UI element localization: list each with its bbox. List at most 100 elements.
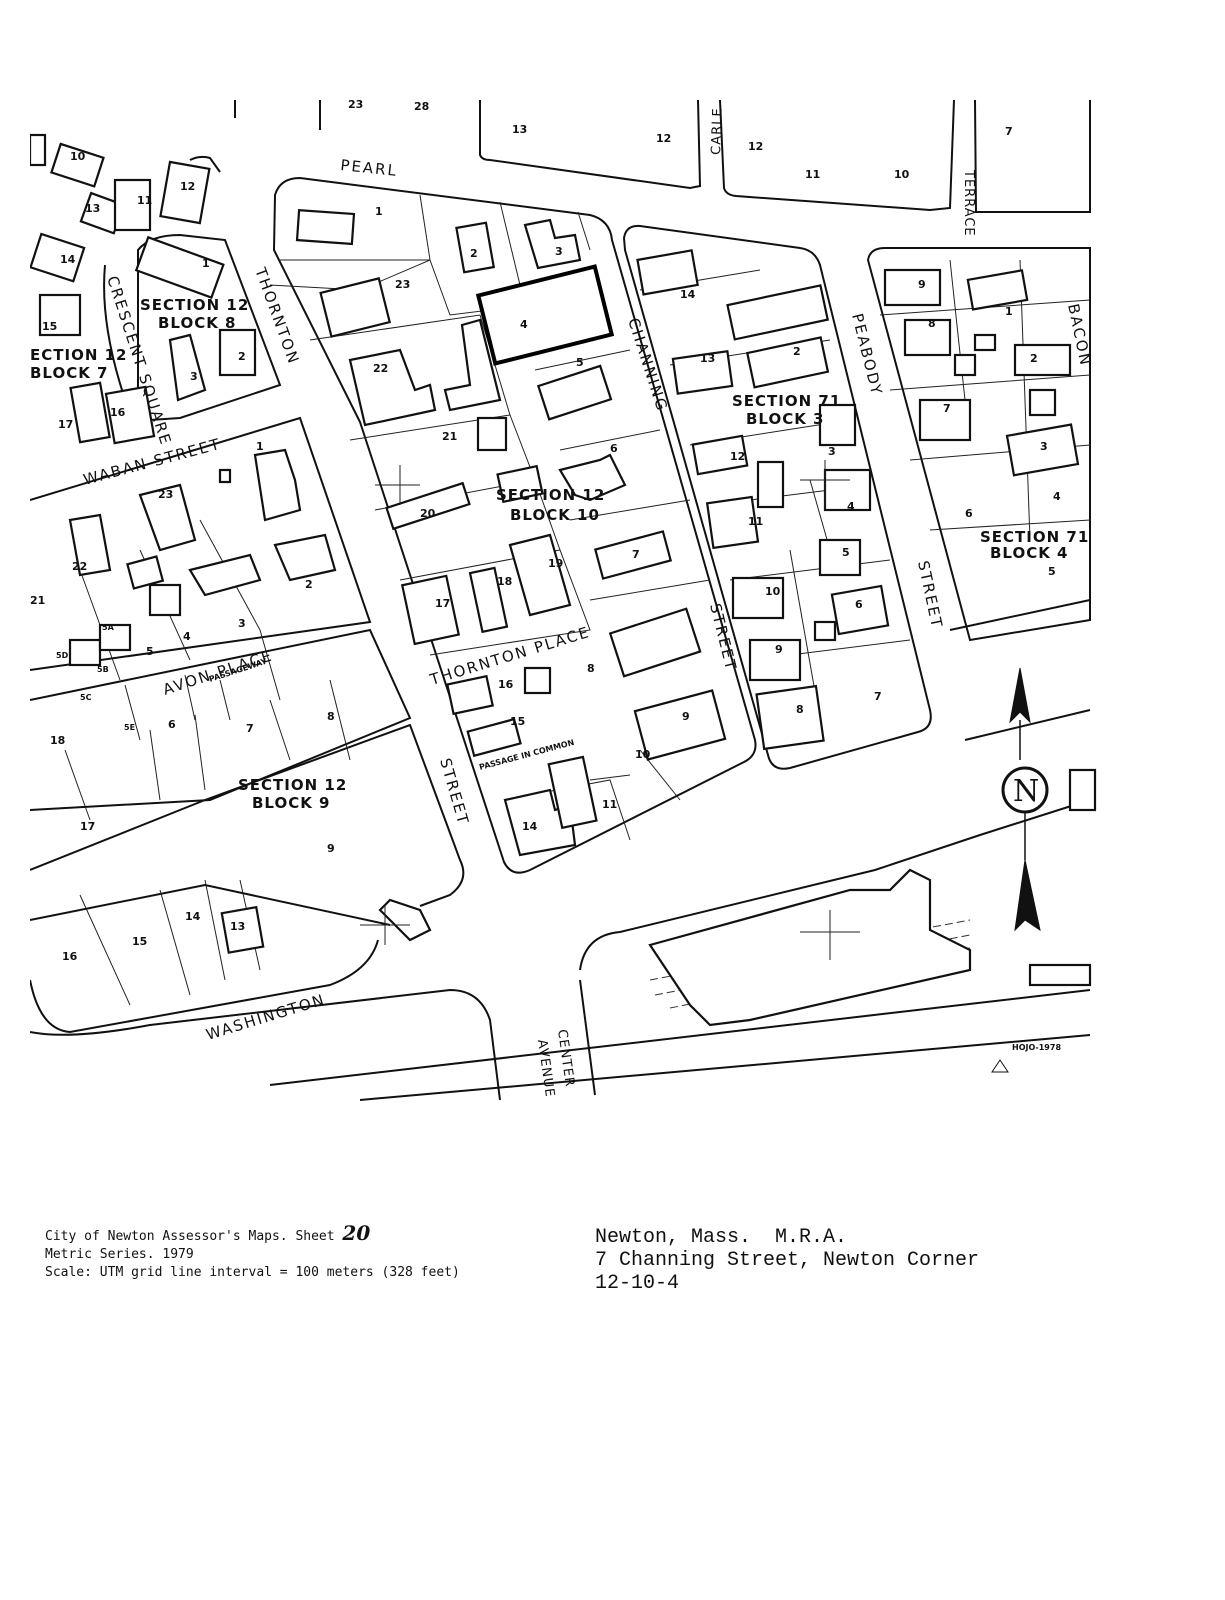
lot-number: 7 xyxy=(246,722,254,735)
lot-number: 2 xyxy=(238,350,246,363)
lot-number: 19 xyxy=(548,557,563,570)
lot-number: 1 xyxy=(1005,305,1013,318)
lot-number: 1 xyxy=(375,205,383,218)
assessor-map: PEARL CARLE TERRACE THORNTON CRESCENT SQ… xyxy=(30,100,1130,1126)
credit-text: HOJO-1978 xyxy=(1012,1043,1061,1052)
lot-number: 4 xyxy=(1053,490,1061,503)
lot-number: 5D xyxy=(56,651,69,660)
lot-number: 6 xyxy=(610,442,618,455)
lot-number: 12 xyxy=(748,140,763,153)
lot-number: 16 xyxy=(498,678,514,691)
lot-number: 7 xyxy=(943,402,951,415)
lot-number: 2 xyxy=(793,345,801,358)
lot-number: 5 xyxy=(1048,565,1056,578)
lot-number: 4 xyxy=(847,500,855,513)
label-section-12-block-10-l2: BLOCK 10 xyxy=(510,506,600,524)
lot-number: 10 xyxy=(635,748,651,761)
lot-number: 9 xyxy=(918,278,926,291)
sheet-number: 20 xyxy=(342,1221,371,1245)
property-caption: Newton, Mass. M.R.A. 7 Channing Street, … xyxy=(595,1226,1155,1295)
lot-number: 6 xyxy=(965,507,973,520)
label-terrace: TERRACE xyxy=(961,169,976,237)
lot-number: 10 xyxy=(765,585,781,598)
lot-number: 3 xyxy=(828,445,836,458)
lot-number: 18 xyxy=(50,734,65,747)
lot-number: 23 xyxy=(158,488,173,501)
caption-line-2: Metric Series. 1979 xyxy=(45,1247,194,1262)
label-peabody-street: STREET xyxy=(914,559,946,630)
label-section-71-block-3-l2: BLOCK 3 xyxy=(746,410,825,428)
caption-line-1: City of Newton Assessor's Maps. Sheet 20 xyxy=(45,1221,585,1246)
lot-number: 8 xyxy=(327,710,335,723)
lot-number: 13 xyxy=(230,920,245,933)
map-caption: City of Newton Assessor's Maps. Sheet 20… xyxy=(45,1221,585,1282)
lot-number: 23 xyxy=(395,278,410,291)
lot-number: 21 xyxy=(30,594,45,607)
north-arrow: N xyxy=(1001,667,1049,932)
lot-number: 3 xyxy=(238,617,246,630)
lot-number: 5C xyxy=(80,693,92,702)
lot-number: 5A xyxy=(102,623,115,632)
lot-number: 17 xyxy=(80,820,95,833)
label-section-12-block-8-l2: BLOCK 8 xyxy=(158,314,237,332)
section-labels: SECTION 12 BLOCK 8 ECTION 12 BLOCK 7 SEC… xyxy=(30,296,1088,812)
lot-number: 5E xyxy=(124,723,135,732)
lot-number: 17 xyxy=(435,597,450,610)
lot-number: 14 xyxy=(680,288,696,301)
lot-number: 13 xyxy=(85,202,100,215)
lot-number: 6 xyxy=(855,598,863,611)
lot-number: 11 xyxy=(602,798,617,811)
label-thornton-street: STREET xyxy=(436,756,472,828)
lot-number: 21 xyxy=(442,430,457,443)
label-section-71-block-3-l1: SECTION 71 xyxy=(732,392,841,410)
lot-number: 3 xyxy=(1040,440,1048,453)
lot-number: 2 xyxy=(1030,352,1038,365)
label-thornton: THORNTON xyxy=(251,264,303,367)
label-section-12-block-9-l2: BLOCK 9 xyxy=(252,794,331,812)
lot-number: 17 xyxy=(58,418,73,431)
lot-number: 5 xyxy=(576,356,584,369)
lot-number: 15 xyxy=(42,320,57,333)
lot-number: 14 xyxy=(60,253,76,266)
lot-number: 1 xyxy=(202,257,210,270)
label-center: CENTER xyxy=(554,1028,577,1088)
grid-crosshairs xyxy=(360,460,860,960)
lot-number: 8 xyxy=(587,662,595,675)
lot-number: 7 xyxy=(1005,125,1013,138)
lot-number: 16 xyxy=(110,406,126,419)
map-credit: HOJO-1978 xyxy=(991,1043,1061,1073)
lot-number: 5 xyxy=(146,645,154,658)
property-line-1: Newton, Mass. M.R.A. xyxy=(595,1226,848,1249)
lot-number: 11 xyxy=(137,194,152,207)
lot-number: 7 xyxy=(632,548,640,561)
lot-number: 2 xyxy=(305,578,313,591)
lot-number: 12 xyxy=(180,180,195,193)
lot-number: 28 xyxy=(414,100,429,113)
label-section-12-block-10-l1: SECTION 12 xyxy=(496,486,605,504)
lot-number: 3 xyxy=(190,370,198,383)
lot-number: 11 xyxy=(748,515,763,528)
lot-number: 12 xyxy=(656,132,671,145)
lot-number: 10 xyxy=(70,150,86,163)
lot-number: 22 xyxy=(373,362,388,375)
lot-number: 11 xyxy=(805,168,820,181)
lot-number: 4 xyxy=(520,318,528,331)
caption-line-1-text: City of Newton Assessor's Maps. Sheet xyxy=(45,1229,343,1244)
lot-number: 13 xyxy=(700,352,715,365)
caption-line-3: Scale: UTM grid line interval = 100 mete… xyxy=(45,1265,460,1280)
lot-number: 3 xyxy=(555,245,563,258)
lot-number: 9 xyxy=(327,842,335,855)
lot-number: 1 xyxy=(256,440,264,453)
label-section-12-block-8-l1: SECTION 12 xyxy=(140,296,249,314)
label-section-12-block-7-l1: ECTION 12 xyxy=(30,346,127,364)
label-waban-street: WABAN STREET xyxy=(81,435,223,489)
lot-number: 22 xyxy=(72,560,87,573)
label-section-12-block-7-l2: BLOCK 7 xyxy=(30,364,109,382)
label-pearl: PEARL xyxy=(340,156,399,180)
lot-number: 15 xyxy=(132,935,147,948)
label-carle: CARLE xyxy=(709,107,726,155)
lot-number: 8 xyxy=(928,317,936,330)
lot-number: 12 xyxy=(730,450,745,463)
lot-number: 8 xyxy=(796,703,804,716)
label-peabody: PEABODY xyxy=(848,312,886,398)
